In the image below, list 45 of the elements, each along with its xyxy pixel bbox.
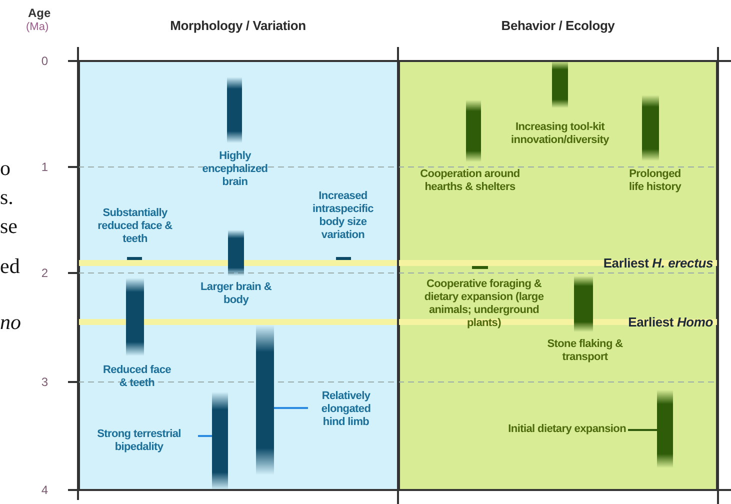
era-label: Earliest Homo	[628, 314, 713, 330]
trait-label: Highly encephalized brain	[201, 150, 269, 189]
range-bar	[126, 278, 144, 356]
tick-label: 0	[41, 54, 48, 68]
range-dash	[336, 257, 351, 260]
range-bar	[657, 390, 673, 468]
trait-label: Cooperative foraging & dietary expansion (large animals; underground plants)	[423, 278, 545, 330]
range-bar	[227, 77, 242, 143]
tick-label: 4	[41, 483, 48, 497]
trait-label: Increasing tool-kit innovation/diversity	[510, 121, 610, 147]
era-label: Earliest H. erectus	[603, 256, 713, 270]
leader-line	[198, 435, 212, 437]
trait-label: Relatively elongated hind limb	[310, 390, 382, 429]
range-dash	[472, 266, 488, 269]
tick-label: 3	[41, 375, 48, 389]
leader-line	[274, 407, 308, 409]
trait-label: Substantially reduced face & teeth	[96, 207, 174, 246]
column-heading: Behavior / Ecology	[500, 18, 616, 33]
axis-unit: (Ma)	[26, 21, 49, 33]
trait-label: Cooperation around hearths & shelters	[419, 168, 521, 194]
range-bar	[574, 276, 593, 332]
range-dash	[127, 257, 142, 260]
tick-label: 2	[41, 266, 48, 280]
text-fragment: se	[0, 214, 18, 239]
trait-label: Larger brain & body	[200, 281, 272, 307]
trait-label: Initial dietary expansion	[480, 423, 626, 436]
range-bar	[466, 100, 481, 162]
trait-label: Stone flaking & transport	[546, 338, 624, 364]
column-heading: Morphology / Variation	[169, 18, 307, 33]
trait-label: Prolonged life history	[628, 168, 682, 194]
trait-label: Reduced face & teeth	[102, 364, 172, 390]
range-bar	[228, 230, 244, 276]
text-fragment: ed	[0, 254, 20, 279]
text-fragment: o	[0, 156, 10, 181]
range-bar	[552, 61, 568, 108]
range-bar	[642, 95, 659, 161]
leader-line	[628, 429, 657, 431]
text-fragment: s.	[0, 185, 14, 210]
range-bar	[256, 325, 274, 475]
trait-label: Strong terrestrial bipedality	[82, 428, 196, 454]
text-fragment: no	[0, 310, 21, 335]
range-bar	[212, 392, 228, 490]
axis-title: Age	[28, 6, 51, 20]
tick-label: 1	[41, 160, 48, 174]
trait-label: Increased intraspecific body size variation	[312, 190, 374, 242]
